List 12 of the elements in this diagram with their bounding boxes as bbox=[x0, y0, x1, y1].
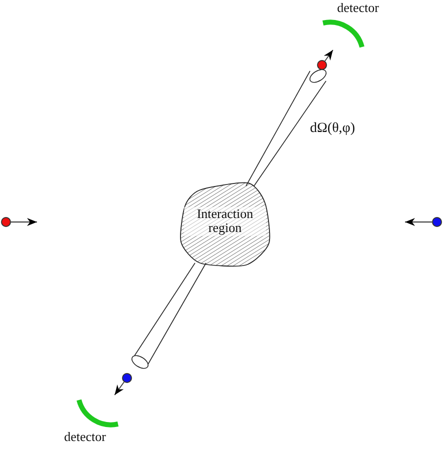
particle-dot bbox=[317, 60, 327, 70]
arrow bbox=[10, 218, 38, 226]
particle-dot bbox=[1, 217, 11, 227]
detector-label: detector bbox=[336, 1, 380, 16]
particle-dot bbox=[432, 217, 442, 227]
detector-label: detector bbox=[63, 430, 107, 444]
particle-dot bbox=[122, 373, 132, 383]
solid-angle-label: dΩ(θ,φ) bbox=[310, 121, 356, 136]
region-label: Interaction region bbox=[184, 207, 266, 236]
arrow bbox=[324, 50, 334, 62]
arrow bbox=[404, 218, 432, 226]
arrow bbox=[114, 382, 124, 396]
